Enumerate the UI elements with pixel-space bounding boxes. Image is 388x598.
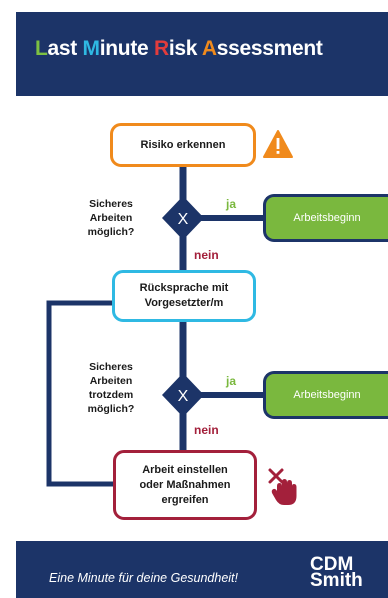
step-consult-line2: Vorgesetzter/m: [144, 297, 224, 309]
yes-label-1: ja: [226, 197, 237, 211]
decision-symbol-1: X: [178, 211, 189, 228]
poster-title: Last Minute Risk Assessment: [35, 37, 323, 61]
question-safe-work-anyway: Sicheres Arbeiten trotzdem möglich?: [65, 360, 157, 416]
step-stop-line1: Arbeit einstellen: [142, 463, 228, 476]
question-safe-work-line3: möglich?: [87, 226, 135, 238]
title-word-assessment: ssessment: [216, 37, 323, 60]
step-stop-line2: oder Maßnahmen: [139, 478, 231, 491]
connector-loop-back: [46, 300, 116, 487]
question-safe-work-line2: Arbeiten: [89, 212, 133, 224]
start-work-label-1: Arbeitsbeginn: [293, 211, 361, 224]
question-safe-work-line1: Sicheres: [89, 198, 133, 210]
logo-line1: CDM: [310, 554, 354, 575]
title-letter-r: R: [153, 37, 169, 60]
title-letter-a: A: [201, 37, 217, 60]
start-work-box-2: Arbeitsbeginn: [263, 371, 388, 419]
title-letter-l: L: [35, 37, 48, 60]
step-consult-supervisor: Rücksprache mit Vorgesetzter/m: [112, 270, 256, 322]
step-stop-work: Arbeit einstellen oder Maßnahmen ergreif…: [113, 450, 257, 520]
title-word-last: ast: [47, 37, 83, 60]
question-safe-work: Sicheres Arbeiten möglich?: [65, 197, 157, 239]
step-stop-line3: ergreifen: [161, 493, 209, 506]
company-logo: CDM Smith: [310, 554, 363, 591]
footer-banner: [16, 541, 388, 598]
question-anyway-line4: möglich?: [87, 403, 135, 415]
step-recognize-risk-label: Risiko erkennen: [140, 138, 226, 151]
title-letter-m: M: [82, 37, 101, 60]
title-word-risk: isk: [168, 37, 202, 60]
logo-line2: Smith: [310, 570, 363, 591]
no-label-1: nein: [194, 248, 219, 262]
start-work-label-2: Arbeitsbeginn: [293, 388, 361, 401]
step-consult-line1: Rücksprache mit: [139, 282, 229, 294]
decision-diamond-2: X: [162, 373, 204, 417]
start-work-box-1: Arbeitsbeginn: [263, 194, 388, 242]
step-recognize-risk: Risiko erkennen: [110, 123, 256, 167]
header-banner: [16, 12, 388, 96]
footer-slogan: Eine Minute für deine Gesundheit!: [49, 571, 239, 585]
decision-symbol-2: X: [178, 388, 189, 405]
title-word-minute: inute: [99, 37, 154, 60]
question-anyway-line2: Arbeiten: [89, 375, 133, 387]
decision-diamond-1: X: [162, 196, 204, 240]
stop-hand-icon: [268, 468, 297, 505]
no-label-2: nein: [194, 423, 219, 437]
yes-label-2: ja: [226, 374, 237, 388]
question-anyway-line1: Sicheres: [89, 361, 133, 373]
question-anyway-line3: trotzdem: [88, 389, 134, 401]
warning-icon: [263, 130, 293, 158]
